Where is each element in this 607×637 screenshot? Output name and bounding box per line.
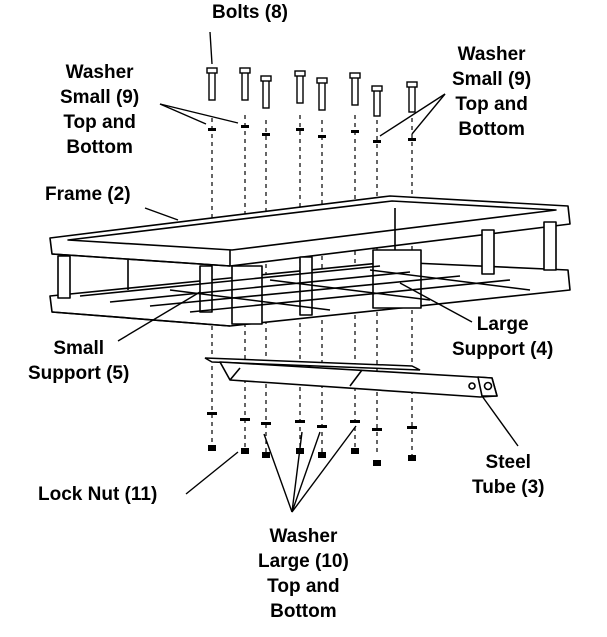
label-steel-tube: Steel Tube (3) [472,452,545,498]
label-washer-large: Washer Large (10) Top and Bottom [258,526,349,622]
bolt [371,85,383,117]
steel-tube [219,361,498,398]
leader-lines [117,31,519,513]
label-washer-small-right: Washer Small (9) Top and Bottom [452,44,532,140]
label-small-support: Small Support (5) [28,338,130,384]
bolt [406,81,418,113]
label-large-support: Large Support (4) [452,314,554,360]
bolt [349,72,361,106]
label-frame: Frame (2) [45,184,131,205]
bolt [316,77,328,111]
bolt [239,67,251,101]
label-bolts: Bolts (8) [212,2,288,23]
large-support-plate [204,357,421,371]
bolt [294,70,306,104]
bolt [260,75,272,109]
bolt [206,67,218,101]
small-washers-top [208,125,416,143]
label-lock-nut: Lock Nut (11) [38,484,158,505]
label-washer-small-left: Washer Small (9) Top and Bottom [60,62,140,158]
bolts [206,67,418,117]
frame [49,195,571,327]
large-washers-bottom [207,412,417,431]
